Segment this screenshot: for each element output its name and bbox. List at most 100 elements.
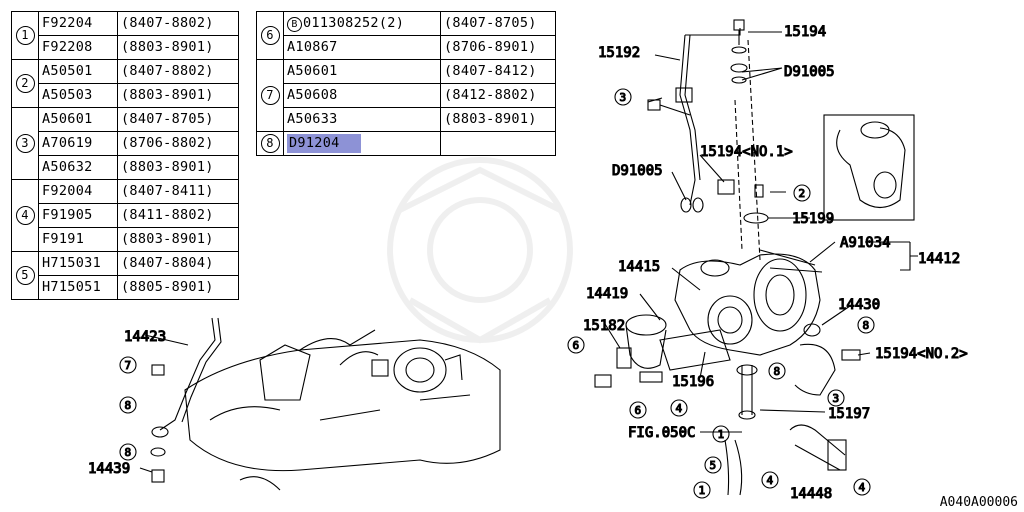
bolt-15194[interactable]	[730, 19, 748, 84]
date-range: (8407-8412)	[440, 59, 556, 84]
label-14423: 14423	[124, 329, 166, 345]
svg-text:1: 1	[718, 428, 725, 441]
label-15197: 15197	[828, 406, 870, 422]
label-d91005-low: D91005	[612, 163, 663, 179]
svg-text:8: 8	[774, 365, 781, 378]
turbocharger[interactable]	[674, 249, 823, 356]
callout-4c[interactable]: 4	[853, 478, 871, 496]
washers-d91005[interactable]	[680, 179, 735, 213]
highlighted-part: D91204	[287, 134, 361, 153]
svg-text:8: 8	[125, 446, 132, 459]
callout-8a[interactable]: 8	[857, 316, 875, 334]
row-number: 1	[11, 11, 39, 60]
callout-1a[interactable]: 1	[712, 425, 730, 443]
callout-8c[interactable]: 8	[119, 396, 137, 414]
part-code[interactable]: A50503	[38, 83, 118, 108]
table-row: A50503 (8803-8901)	[12, 83, 239, 108]
bolt-15194-no2[interactable]	[841, 349, 861, 361]
part-code[interactable]: H715051	[38, 275, 118, 300]
label-15194-no1: 15194<NO.1>	[700, 144, 793, 160]
callout-2a[interactable]: 2	[793, 184, 811, 202]
oil-pipe[interactable]	[675, 28, 741, 206]
label-d91005-top: D91005	[784, 64, 835, 80]
pipe-14423[interactable]	[159, 317, 222, 431]
part-code[interactable]: A70619	[38, 131, 118, 156]
parts-table-left: 1 F92204 (8407-8802) F92208 (8803-8901) …	[11, 11, 239, 300]
table-row: H715051 (8805-8901)	[12, 275, 239, 300]
label-15199: 15199	[792, 211, 834, 227]
clamp-15182[interactable]	[594, 347, 632, 388]
callout-4b[interactable]: 4	[761, 471, 779, 489]
b-marker: B	[287, 17, 302, 32]
watermark-emblem	[387, 157, 573, 344]
label-15182: 15182	[583, 318, 625, 334]
part-code[interactable]: F92204	[38, 11, 118, 36]
table-row: A50608 (8412-8802)	[257, 83, 556, 108]
callout-8b[interactable]: 8	[768, 362, 786, 380]
svg-text:8: 8	[125, 399, 132, 412]
table-row: A70619 (8706-8802)	[12, 131, 239, 156]
svg-text:4: 4	[676, 402, 683, 415]
bolt-14439[interactable]	[150, 426, 169, 483]
table-row: F92208 (8803-8901)	[12, 35, 239, 60]
label-a91034: A91034	[840, 235, 891, 251]
label-15196: 15196	[672, 374, 714, 390]
svg-text:2: 2	[799, 187, 806, 200]
part-code[interactable]: A50632	[38, 155, 118, 180]
bolt-7[interactable]	[151, 364, 165, 376]
label-fig-050c[interactable]: FIG.050C	[627, 424, 696, 441]
duct-14419[interactable]	[625, 314, 667, 369]
part-code[interactable]: F91905	[38, 203, 118, 228]
figure-reference-code: A040A00006	[939, 495, 1018, 510]
pipe-15196[interactable]	[639, 329, 731, 383]
label-14439: 14439	[88, 461, 130, 477]
hose-5[interactable]	[724, 439, 743, 496]
date-range: (8706-8802)	[117, 131, 239, 156]
gasket-15199[interactable]	[743, 184, 769, 224]
date-range: (8407-8705)	[440, 11, 556, 36]
pipe-14448[interactable]	[789, 424, 847, 471]
label-15194: 15194	[784, 24, 826, 40]
pipe-14430[interactable]	[794, 323, 836, 396]
label-15194-no2: 15194<NO.2>	[875, 346, 968, 362]
part-code[interactable]: A50608	[283, 83, 441, 108]
table-row: 5 H715031 (8407-8804)	[11, 251, 239, 300]
part-code-selected[interactable]: D91204	[283, 131, 441, 156]
engine-block	[184, 339, 501, 491]
callout-6a[interactable]: 6	[567, 336, 585, 354]
date-range: (8805-8901)	[117, 275, 239, 300]
part-code[interactable]: A50501	[38, 59, 118, 84]
detail-inset	[823, 114, 915, 221]
svg-text:8: 8	[863, 319, 870, 332]
callout-1b[interactable]: 1	[693, 481, 711, 499]
svg-text:6: 6	[573, 339, 580, 352]
row-number: 4	[11, 179, 39, 252]
svg-text:3: 3	[620, 91, 627, 104]
throttle-body[interactable]	[371, 347, 463, 393]
date-range: (8803-8901)	[117, 227, 239, 252]
return-pipe-15197[interactable]	[736, 364, 758, 420]
callout-5a[interactable]: 5	[704, 456, 722, 474]
part-code[interactable]: F92004	[38, 179, 118, 204]
svg-text:4: 4	[859, 481, 866, 494]
callout-8d[interactable]: 8	[119, 443, 137, 461]
row-number: 5	[11, 251, 39, 300]
svg-text:5: 5	[710, 459, 717, 472]
svg-text:6: 6	[635, 404, 642, 417]
date-range: (8407-8705)	[117, 107, 239, 132]
callout-3b[interactable]: 3	[827, 389, 845, 407]
callout-4a[interactable]: 4	[670, 399, 688, 417]
date-range: (8803-8901)	[117, 83, 239, 108]
label-14415: 14415	[618, 259, 660, 275]
svg-text:1: 1	[699, 484, 706, 497]
svg-text:7: 7	[125, 359, 132, 372]
callout-6b[interactable]: 6	[629, 401, 647, 419]
date-range: (8407-8802)	[117, 11, 239, 36]
label-14430: 14430	[838, 297, 880, 313]
callout-3a[interactable]: 3	[614, 88, 632, 106]
label-14412: 14412	[918, 251, 960, 267]
callout-7a[interactable]: 7	[119, 356, 137, 374]
label-15192: 15192	[598, 45, 640, 61]
